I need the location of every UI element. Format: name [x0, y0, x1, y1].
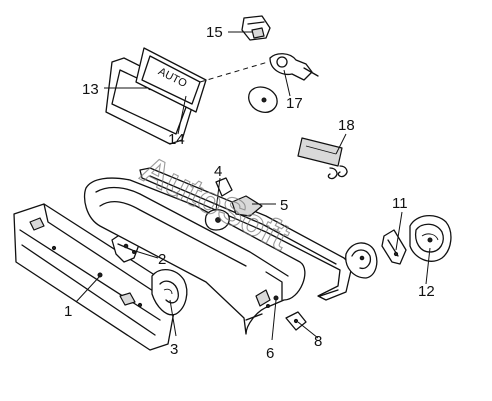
- callout-6: 6: [266, 345, 274, 362]
- part-side-lamp: [345, 242, 378, 279]
- part-18-badge: [297, 137, 348, 180]
- part-6-bumper-cover: [83, 177, 306, 335]
- callout-18: 18: [338, 117, 355, 134]
- callout-1: 1: [64, 303, 72, 320]
- part-17-lock: [248, 53, 319, 113]
- assembly-dashed-line: [199, 61, 269, 83]
- callout-17: 17: [286, 95, 303, 112]
- leader-lines: [75, 31, 431, 341]
- callout-13: 13: [82, 81, 99, 98]
- part-15-lamp: [241, 15, 271, 41]
- callout-15: 15: [206, 24, 223, 41]
- part-8-clip: [285, 311, 307, 331]
- part-11-bracket: [381, 229, 407, 265]
- part-3-end-cap: [151, 269, 188, 316]
- callout-11: 11: [392, 195, 408, 212]
- callout-8: 8: [314, 333, 322, 350]
- part-1-bumper-reinforcement: [13, 203, 179, 351]
- callout-4: 4: [214, 163, 222, 180]
- callout-5: 5: [280, 197, 288, 214]
- part-14-plate: AUTO: [135, 47, 207, 113]
- callout-3: 3: [170, 341, 178, 358]
- callout-2: 2: [158, 251, 166, 268]
- callout-12: 12: [418, 283, 435, 300]
- callout-labels: 1 2 3 4 5 6 8 11 12 13 14 15 17 18: [64, 24, 435, 362]
- part-4-mount: [215, 177, 233, 197]
- callout-14: 14: [168, 131, 185, 148]
- part-upper-trim-bar: [139, 167, 353, 301]
- part-12-lamp-housing: [409, 215, 452, 262]
